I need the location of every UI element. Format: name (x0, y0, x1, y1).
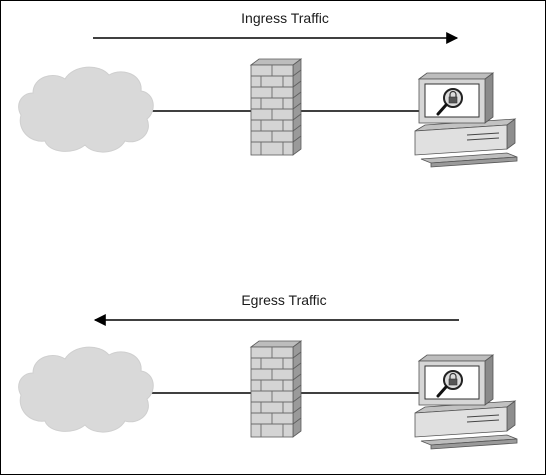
egress-panel (18, 314, 519, 451)
cloud-icon (18, 66, 154, 153)
egress-traffic-label: Egress Traffic (241, 292, 327, 308)
ingress-traffic-label: Ingress Traffic (241, 10, 329, 26)
firewall-icon (250, 340, 302, 438)
ingress-panel (18, 32, 519, 169)
cloud-icon (18, 346, 154, 433)
computer-icon (413, 353, 519, 451)
computer-icon (413, 71, 519, 169)
firewall-icon (250, 58, 302, 156)
